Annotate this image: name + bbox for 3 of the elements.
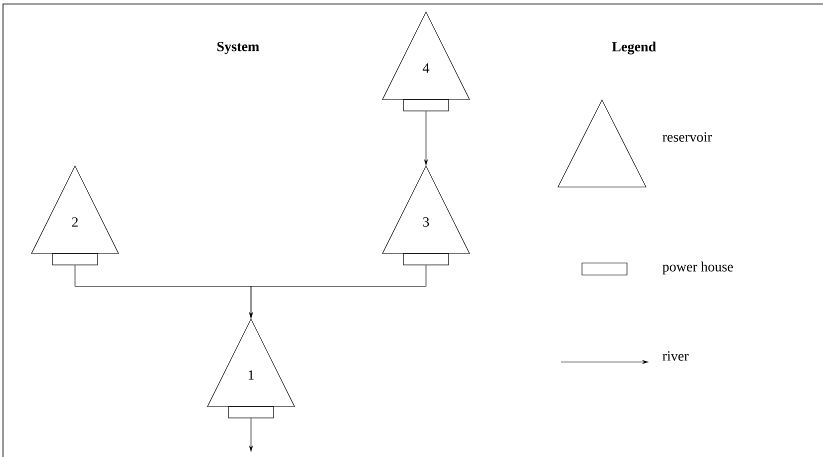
heading: System (217, 42, 260, 54)
legend-entry: power house (582, 262, 733, 276)
heading: Legend (612, 42, 656, 54)
